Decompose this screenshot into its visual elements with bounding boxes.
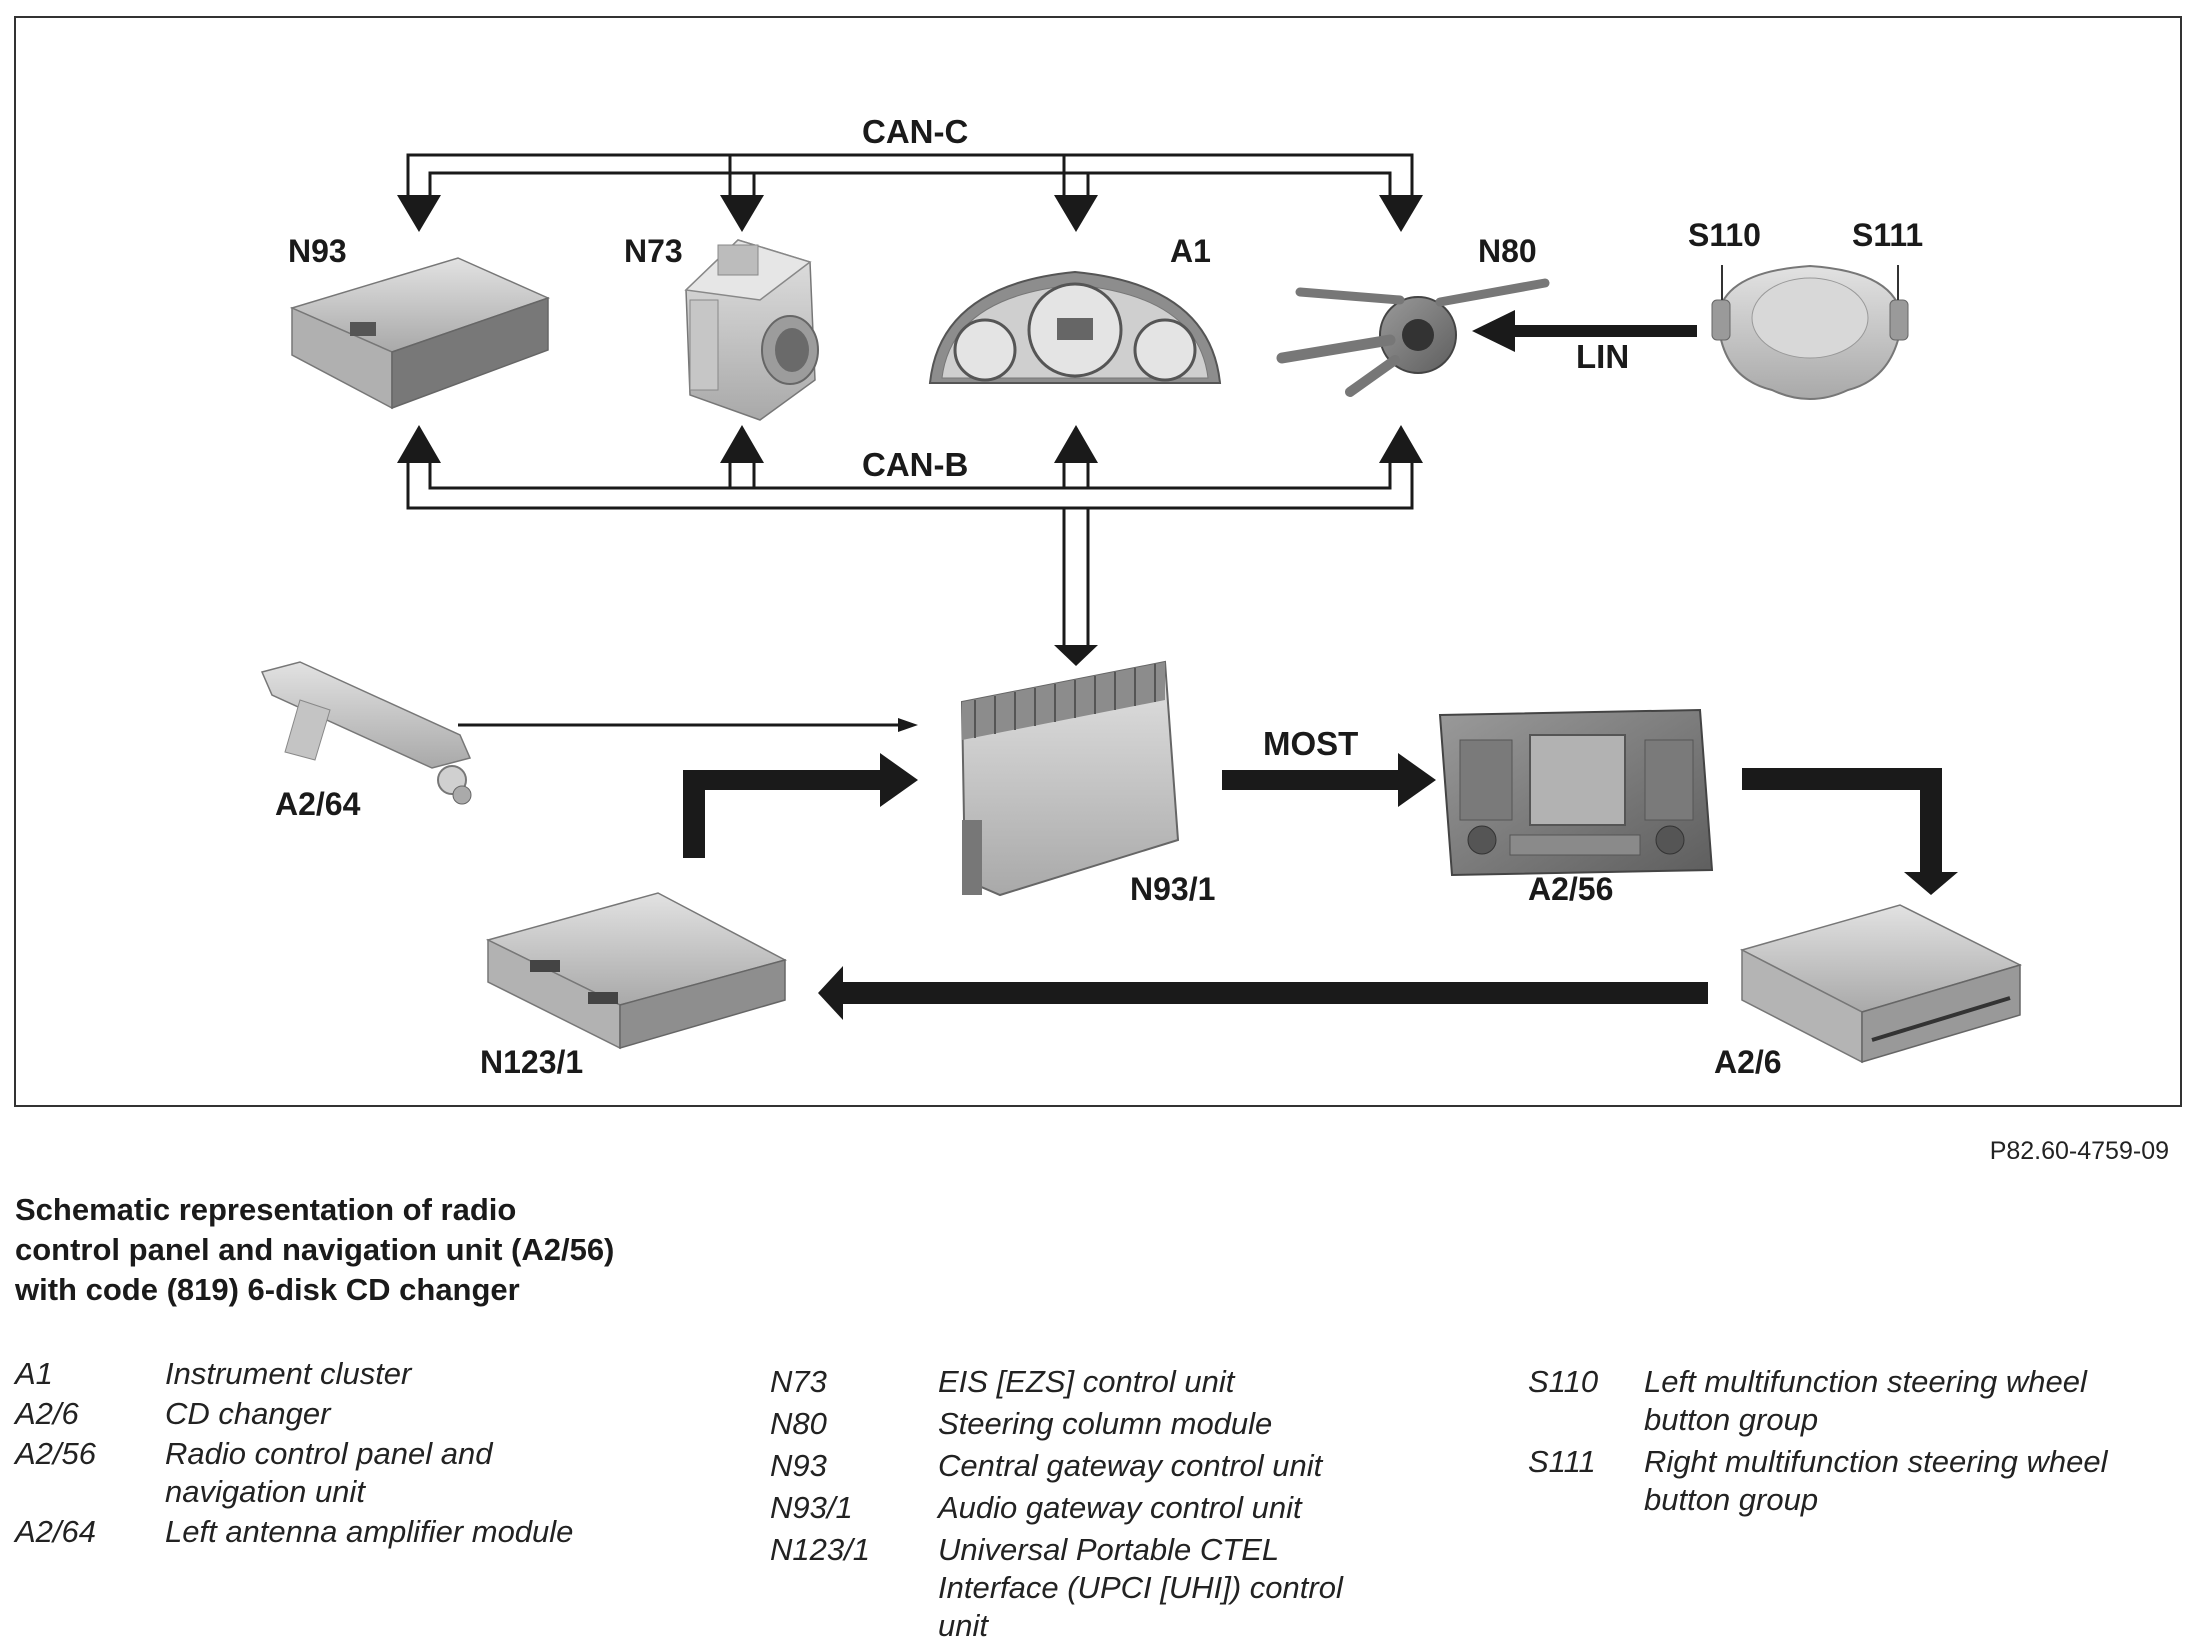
n73-label: N73 [624, 233, 683, 269]
n80-label: N80 [1478, 233, 1537, 269]
legend-code: N73 [770, 1364, 827, 1399]
lin-connection [1472, 310, 1697, 352]
legend-desc: Audio gateway control unit [938, 1490, 1302, 1525]
can-c-label: CAN-C [862, 113, 968, 150]
s110-label: S110 [1688, 217, 1761, 253]
legend-desc: EIS [EZS] control unit [938, 1364, 1235, 1399]
can-c-bus [406, 153, 1414, 195]
n80-steering-column-module [1276, 278, 1550, 397]
legend-code: N80 [770, 1406, 827, 1441]
a2-6-to-n123-1-arrow [818, 966, 1708, 1020]
legend-code: A2/64 [15, 1514, 97, 1549]
legend-desc: Right multifunction steering wheel butto… [1644, 1444, 2108, 1517]
can-b-bus [406, 463, 1414, 645]
legend-code: N123/1 [770, 1532, 870, 1567]
n93-label: N93 [288, 233, 347, 269]
can-b-label: CAN-B [862, 446, 968, 483]
legend-desc: Universal Portable CTEL Interface (UPCI … [938, 1532, 1343, 1643]
a2-6-label: A2/6 [1714, 1044, 1782, 1080]
n123-to-n93-1-arrow [683, 753, 918, 858]
legend-desc: Central gateway control unit [938, 1448, 1323, 1483]
legend-column-3: S110 Left multifunction steering wheel b… [1528, 1363, 2168, 1563]
most-arrow [1222, 753, 1436, 807]
n123-1-label: N123/1 [480, 1044, 583, 1080]
legend-code: A2/56 [15, 1436, 97, 1471]
figure-id: P82.60-4759-09 [1989, 1137, 2169, 1165]
n93-1-audio-gateway-control-unit [960, 660, 1180, 897]
legend-desc: Instrument cluster [165, 1356, 412, 1391]
a2-56-label: A2/56 [1528, 871, 1613, 907]
title-line: with code (819) 6-disk CD changer [15, 1272, 520, 1307]
can-c-arrowheads [397, 195, 1423, 232]
n123-1-upci-control-unit [485, 892, 788, 1050]
legend-code: N93/1 [770, 1490, 853, 1525]
diagram-frame [14, 16, 2182, 1107]
n93-central-gateway-module [289, 257, 551, 410]
legend-desc: Radio control panel and navigation unit [165, 1436, 493, 1509]
legend-code: N93 [770, 1448, 827, 1483]
legend-desc: Left multifunction steering wheel button… [1644, 1364, 2087, 1437]
legend-desc: Left antenna amplifier module [165, 1514, 574, 1549]
legend-code: A2/6 [15, 1396, 79, 1431]
n73-eis-control-unit [684, 239, 819, 421]
legend-column-1: A1 Instrument cluster A2/6 CD changer A2… [15, 1355, 715, 1555]
legend-code: S111 [1528, 1444, 1596, 1479]
lin-label: LIN [1576, 338, 1629, 375]
title-line: Schematic representation of radio [15, 1192, 517, 1227]
most-label: MOST [1263, 725, 1358, 762]
steering-wheel-button-groups [1711, 264, 1909, 400]
legend-desc: Steering column module [938, 1406, 1273, 1441]
a1-label: A1 [1170, 233, 1211, 269]
antenna-signal-line [458, 718, 918, 732]
legend-column-2: N73 EIS [EZS] control unit N80 Steering … [770, 1363, 1450, 1643]
legend-desc: CD changer [165, 1396, 331, 1431]
a2-56-to-a2-6-arrow [1742, 768, 1958, 895]
a2-56-radio-navigation-unit [1438, 708, 1714, 877]
n93-1-label: N93/1 [1130, 871, 1215, 907]
a2-64-antenna-amplifier-module [260, 661, 472, 805]
a2-64-label: A2/64 [275, 786, 361, 822]
a1-instrument-cluster [928, 270, 1222, 384]
title-line: control panel and navigation unit (A2/56… [15, 1232, 615, 1267]
legend-code: S110 [1528, 1364, 1599, 1399]
can-b-arrowheads [397, 425, 1423, 666]
s111-label: S111 [1852, 217, 1923, 253]
figure-title: Schematic representation of radio contro… [15, 1190, 715, 1310]
legend-code: A1 [15, 1356, 53, 1391]
a2-6-cd-changer [1739, 904, 2023, 1064]
